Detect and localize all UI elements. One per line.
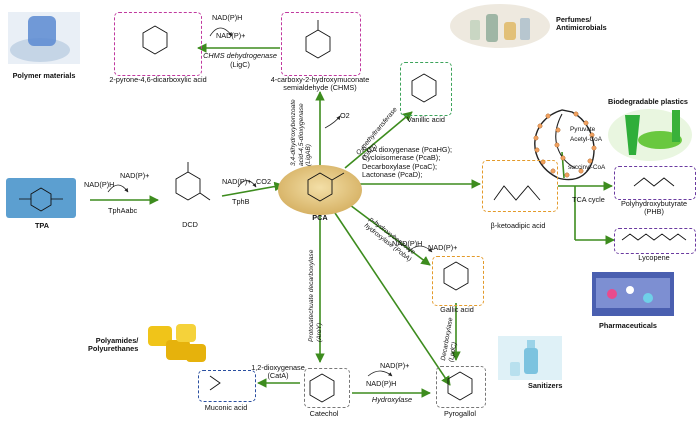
gallic-label: Gallic acid	[440, 305, 474, 314]
vanillic-molecule	[411, 73, 437, 103]
tca-label: TCA cycle	[572, 195, 605, 204]
vanillic-box	[400, 62, 452, 116]
perfumes-label: Perfumes/ Antimicrobials	[556, 15, 607, 33]
dcd-molecule	[175, 162, 211, 201]
lycopene-label: Lycopene	[638, 253, 670, 262]
hydroxylase-nadph-label: NAD(P)H	[366, 379, 397, 388]
phb-label: Polyhydroxybutyrate (PHB)	[620, 199, 688, 217]
tpa-label: TPA	[34, 221, 50, 230]
chms-label: 4-carboxy-2-hydroxymuconate semialdehyde…	[270, 75, 370, 93]
arrow-pca-vanillic	[344, 111, 413, 169]
chms-molecule	[305, 20, 331, 59]
polyamides-image	[148, 324, 206, 362]
bioplastics-image	[608, 109, 692, 161]
phb-box	[614, 166, 696, 200]
lycopene-molecule	[621, 233, 687, 241]
catechol-label: Catechol	[309, 409, 339, 418]
pharmaceuticals-image	[592, 272, 674, 316]
arrow-pca-gallic	[349, 204, 431, 266]
succinyl-coa-label: succinyl-CoA	[568, 164, 606, 171]
sanitizers-label: Sanitizers	[528, 381, 563, 390]
tpa-molecule	[6, 178, 76, 218]
pyrogallol-label: Pyrogallol	[443, 409, 477, 418]
poba-nadp-label: NAD(P)+	[428, 243, 458, 252]
ligc-code-label: (LigC)	[230, 60, 250, 69]
ligab-o2-label: O2	[340, 111, 350, 120]
gallic-box	[432, 256, 484, 306]
chms-box	[281, 12, 361, 76]
pdc-label: 2-pyrone-4,6-dicarboxylic acid	[109, 75, 207, 84]
arrow-pca-pyrogallol	[332, 209, 451, 386]
pyrogallol-box	[436, 366, 486, 408]
ligc-nadph-label: NAD(P)H	[212, 13, 243, 22]
ligc-name-label: CHMS dehydrogenase	[203, 51, 277, 60]
pathway-arrows	[90, 43, 615, 398]
dcd-label: DCD	[182, 220, 198, 229]
muconic-label: Muconic acid	[204, 403, 248, 412]
ketoadipic-molecule	[493, 185, 541, 201]
pca-label: PCA	[312, 213, 328, 222]
pyruvate-label: Pyruvate	[570, 126, 596, 133]
perfumes-image	[450, 4, 550, 48]
cata-label: 1,2-dioxygenase (CatA)	[251, 363, 305, 381]
phb-molecule	[633, 177, 675, 187]
acetyl-coa-label: Acetyl-CoA	[570, 136, 602, 143]
polymer-materials-image	[8, 12, 80, 64]
pdc-molecule	[142, 25, 168, 55]
bioplastics-label: Biodegradable plastics	[608, 97, 688, 106]
hydroxylase-label: Hydroxylase	[371, 395, 413, 404]
tphaabc-label: TphAabc	[108, 206, 138, 215]
muconic-box	[198, 370, 256, 402]
tphb-nadp-label: NAD(P)+	[222, 177, 252, 186]
ligab-label: 3,4-dihydroxybenzoate acid-4,5-dioxygena…	[290, 99, 313, 166]
pca-node	[278, 165, 362, 215]
pyrogallol-molecule	[447, 371, 473, 401]
pdc-box	[114, 12, 202, 76]
polyamides-label: Polyamides/ Polyurethanes	[88, 336, 139, 354]
gallic-molecule	[443, 261, 469, 291]
arrow-dcd-pca	[221, 181, 284, 197]
lycopene-box	[614, 228, 696, 254]
catechol-molecule	[309, 373, 335, 403]
tph-nadph-label: NAD(P)H	[84, 180, 115, 189]
sanitizers-image	[498, 336, 562, 380]
tph-nadp-label: NAD(P)+	[120, 171, 150, 180]
tphb-label: TphB	[232, 197, 250, 206]
tphb-co2-label: CO2	[256, 177, 272, 186]
pca-steps-label: PCA dioxygenase (PcaHG); Cycloisomerase …	[362, 145, 453, 180]
vanillic-label: Vanillic acid	[407, 115, 445, 124]
tca-cycle	[533, 109, 597, 181]
ligc-nadp-label: NAD(P)+	[216, 31, 246, 40]
pharmaceuticals-label: Pharmaceuticals	[598, 321, 658, 330]
ketoadipic-box	[482, 160, 558, 212]
hydroxylase-nadp-label: NAD(P)+	[380, 361, 410, 370]
ketoadipic-label: β-ketoadipic acid	[490, 221, 546, 230]
cofactor-curls	[107, 27, 433, 377]
catechol-box	[304, 368, 350, 408]
muconic-molecule	[209, 375, 221, 391]
poba-nadph-label: NAD(P)H	[392, 239, 423, 248]
aroy-label: Protocatechuate decarboxylase (AroY)	[308, 249, 323, 342]
polymer-materials-label: Polymer materials	[12, 71, 76, 80]
